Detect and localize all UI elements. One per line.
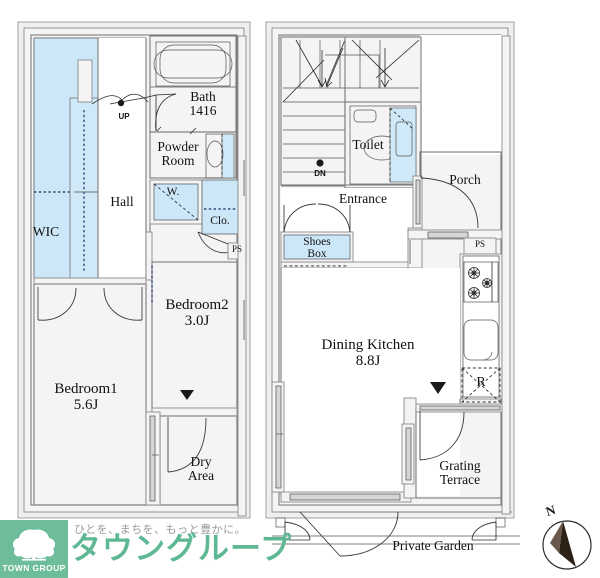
left-mid-walls xyxy=(33,224,153,285)
left-closet xyxy=(197,179,239,254)
right-ps-box xyxy=(463,237,497,255)
compass-needle-icon xyxy=(542,520,592,570)
left-bedroom1 xyxy=(33,283,147,506)
left-edge-details xyxy=(237,35,247,517)
right-dining-kitchen xyxy=(271,268,461,503)
right-entry-walls xyxy=(407,227,505,269)
right-porch xyxy=(412,151,506,233)
right-kitchen-counter xyxy=(459,253,503,403)
compass-rose: N xyxy=(536,502,596,573)
right-edge-details xyxy=(501,35,511,515)
left-washer-box xyxy=(149,179,203,225)
right-private-garden xyxy=(272,511,520,557)
left-powder-room xyxy=(109,94,237,179)
left-bath-area xyxy=(149,35,237,133)
left-hall-area xyxy=(74,38,147,281)
right-toilet xyxy=(344,101,422,208)
right-shoes-box xyxy=(280,203,354,263)
right-staircase xyxy=(280,36,422,187)
left-dry-area xyxy=(145,407,238,506)
